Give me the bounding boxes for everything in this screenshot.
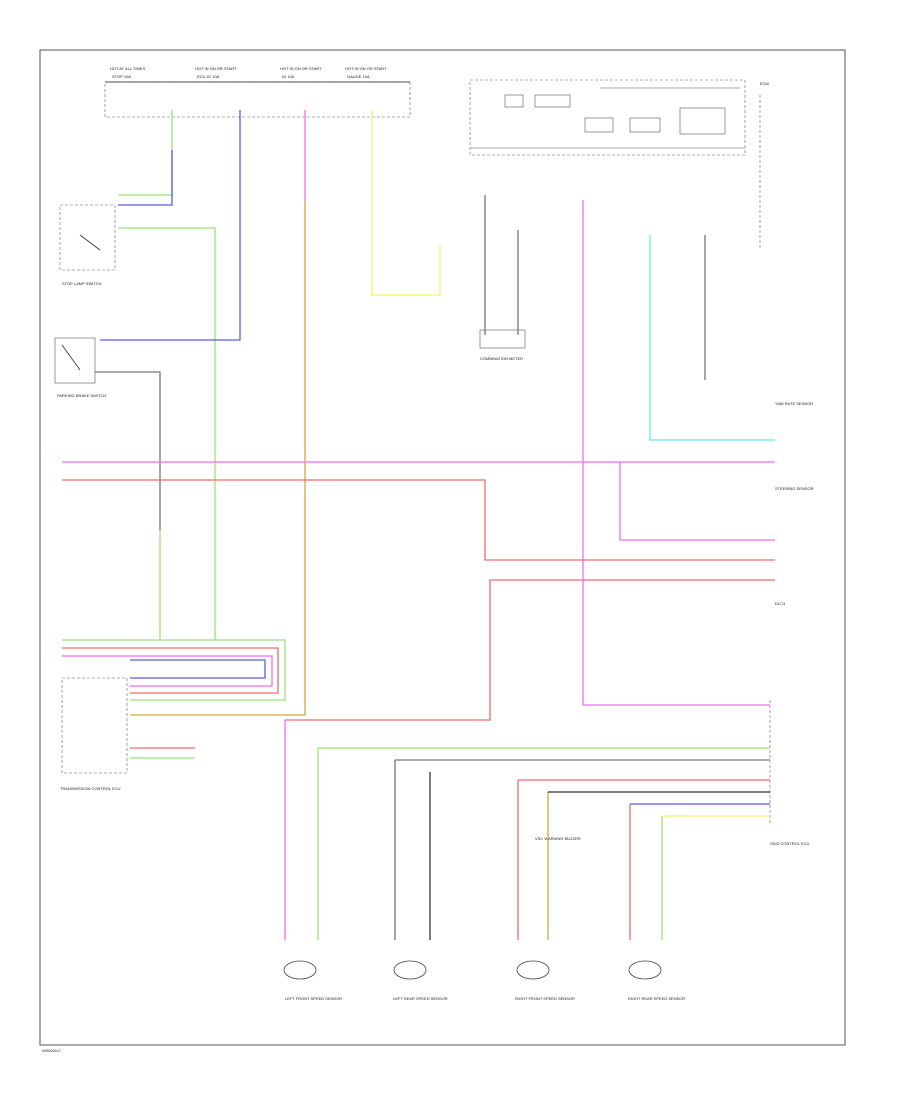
yaw-rate-sensor-label: YAW RATE SENSOR xyxy=(775,401,813,406)
wire-red-horizontal xyxy=(62,479,775,561)
wire-green-stop-ecu xyxy=(118,227,216,640)
diagram-frame xyxy=(39,49,846,1046)
combination-meter: COMBINATION METER xyxy=(479,329,526,361)
fuse-4-name: GAUGE 10A xyxy=(347,74,370,79)
wire-blue-fuse2 xyxy=(100,110,241,341)
wheel-sensor-rf-label: RIGHT FRONT SPEED SENSOR xyxy=(515,996,575,1001)
wire-cyan-yaw xyxy=(649,235,775,441)
dlc3-label: DLC3 xyxy=(775,601,786,606)
fuse-2-label: HOT IN ON OR START xyxy=(195,66,237,71)
ecm-block: ECM xyxy=(469,79,769,250)
wheel-sensor-lr: LEFT REAR SPEED SENSOR xyxy=(393,960,448,1001)
wheel-sensor-rf: RIGHT FRONT SPEED SENSOR xyxy=(515,960,575,1001)
wires xyxy=(62,110,775,940)
stop-lamp-switch-label: STOP LAMP SWITCH xyxy=(62,281,102,286)
top-fuse-block: HOT AT ALL TIMES STOP 10A HOT IN ON OR S… xyxy=(104,66,411,118)
fuse-1-name: STOP 10A xyxy=(112,74,131,79)
wire-orange-fuse3 xyxy=(130,200,306,716)
wire-green-ecu-bundle xyxy=(62,639,286,701)
wire-gray-parking xyxy=(95,371,161,530)
footer-code: W00000-0 xyxy=(42,1048,61,1053)
vsc-warning-buzzer-label: VSC WARNING BUZZER xyxy=(535,836,581,841)
wheel-sensor-lf-label: LEFT FRONT SPEED SENSOR xyxy=(285,996,342,1001)
wire-green-fuse1 xyxy=(118,110,173,196)
combination-meter-label: COMBINATION METER xyxy=(480,356,523,361)
steering-sensor-label: STEERING SENSOR xyxy=(775,486,814,491)
wheel-sensors: LEFT FRONT SPEED SENSOR LEFT REAR SPEED … xyxy=(283,960,685,1001)
wire-magenta-loop xyxy=(619,462,775,541)
fuse-2-name: ECU-IG 10A xyxy=(197,74,220,79)
wire-blue-ecu-bundle xyxy=(130,659,266,679)
wire-red-ecu-bundle-1 xyxy=(62,647,279,694)
wire-red-dlc xyxy=(285,579,775,721)
fuse-3-name: IG 10A xyxy=(282,74,295,79)
ecm-label: ECM xyxy=(760,81,769,86)
transmission-ecu-label: TRANSMISSION CONTROL ECU xyxy=(60,786,121,791)
fuse-1-label: HOT AT ALL TIMES xyxy=(110,66,145,71)
wheel-sensor-rr: RIGHT REAR SPEED SENSOR xyxy=(628,960,685,1001)
skid-control-ecu-label: SKID CONTROL ECU xyxy=(770,841,810,846)
skid-control-ecu: SKID CONTROL ECU xyxy=(769,700,810,846)
wire-magenta-ecu-bundle xyxy=(62,655,273,687)
parking-brake-switch: PARKING BRAKE SWITCH xyxy=(54,337,106,398)
transmission-ecu: TRANSMISSION CONTROL ECU xyxy=(60,677,128,791)
wire-blue-stop xyxy=(118,150,173,206)
fuse-3-label: HOT IN ON OR START xyxy=(280,66,322,71)
fuse-4-label: HOT IN ON OR START xyxy=(345,66,387,71)
wire-magenta-skid xyxy=(582,200,770,706)
wheel-sensor-lf: LEFT FRONT SPEED SENSOR xyxy=(283,960,342,1001)
parking-brake-switch-label: PARKING BRAKE SWITCH xyxy=(57,393,106,398)
wheel-sensor-lr-label: LEFT REAR SPEED SENSOR xyxy=(393,996,448,1001)
wire-yellow-fuse4 xyxy=(371,110,441,296)
stop-lamp-switch: STOP LAMP SWITCH xyxy=(59,204,116,286)
wheel-sensor-rr-label: RIGHT REAR SPEED SENSOR xyxy=(628,996,685,1001)
